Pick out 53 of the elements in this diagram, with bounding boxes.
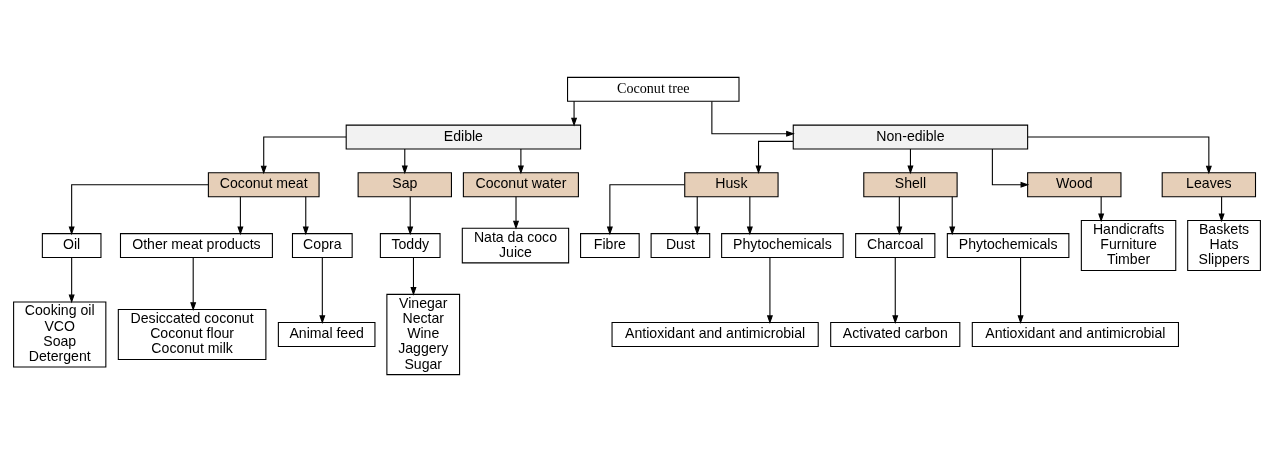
node-box: Edible — [345, 124, 582, 150]
node-box: Coconut tree — [567, 76, 740, 102]
arrow — [711, 100, 795, 137]
node-box: Phytochemicals — [946, 233, 1070, 258]
arrow — [68, 184, 209, 236]
arrow — [319, 257, 326, 325]
arrow — [746, 196, 753, 236]
node-box: Copra — [291, 233, 353, 258]
arrow — [755, 140, 794, 175]
node-box: Oil — [41, 233, 102, 258]
node-box: Other meat products — [119, 233, 273, 258]
node-box: Antioxidant and antimicrobial — [611, 322, 819, 347]
arrow — [991, 148, 1030, 188]
node-box: Baskets Hats Slippers — [1187, 220, 1261, 272]
node-box: Desiccated coconut Coconut flour Coconut milk — [117, 309, 267, 360]
node-box: Nata da coco Juice — [461, 227, 570, 264]
node-box: Shell — [863, 172, 958, 198]
arrow — [237, 196, 244, 236]
node-box: Husk — [684, 172, 779, 198]
node-box: Charcoal — [855, 233, 936, 258]
node-box: Fibre — [580, 233, 640, 258]
node-box: Wood — [1027, 172, 1122, 198]
node-box: Coconut water — [462, 172, 579, 198]
arrow — [190, 257, 197, 311]
node-box: Activated carbon — [830, 322, 961, 347]
arrow — [1027, 136, 1212, 175]
node-box: Vinegar Nectar Wine Jaggery Sugar — [386, 293, 461, 376]
node-box: Handicrafts Furniture Timber — [1080, 220, 1177, 272]
arrow — [949, 196, 956, 236]
arrow — [606, 184, 685, 236]
node-box: Non-edible — [792, 124, 1029, 150]
arrow — [766, 257, 773, 325]
node-box: Antioxidant and antimicrobial — [971, 322, 1179, 347]
node-box: Phytochemicals — [721, 233, 844, 258]
node-box: Cooking oil VCO Soap Detergent — [13, 301, 107, 368]
node-box: Toddy — [379, 233, 441, 258]
arrow — [892, 257, 899, 325]
arrow — [694, 196, 701, 236]
arrow — [68, 257, 75, 304]
node-box: Leaves — [1161, 172, 1257, 198]
arrow — [512, 196, 520, 230]
arrow — [407, 196, 414, 236]
arrow — [517, 148, 524, 175]
arrow — [260, 136, 347, 175]
arrow — [571, 100, 578, 127]
node-box: Sap — [357, 172, 452, 198]
arrow — [302, 196, 309, 236]
node-box: Dust — [650, 233, 711, 258]
node-box: Coconut meat — [207, 172, 320, 198]
arrow — [410, 257, 417, 296]
node-box: Animal feed — [277, 322, 376, 347]
arrow — [896, 196, 903, 236]
arrow — [1017, 257, 1024, 325]
